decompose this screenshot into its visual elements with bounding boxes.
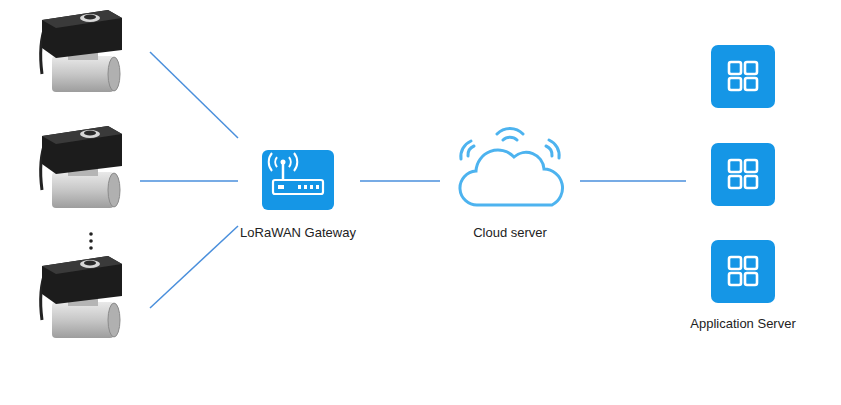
gateway-node: LoRaWAN Gateway (236, 145, 360, 245)
radio-link (140, 52, 238, 308)
valve-picture (41, 10, 122, 92)
application-node: Application Server (686, 40, 800, 335)
node-label: Application Server (686, 316, 800, 332)
connector-line (360, 180, 440, 182)
cloud-icon (460, 128, 563, 205)
valve-picture (41, 256, 122, 338)
app-icon (711, 240, 775, 303)
ellipsis-dots (89, 232, 93, 250)
cloud-node: Cloud server (440, 120, 580, 245)
gateway-icon (262, 150, 334, 210)
node-label: LoRaWAN Gateway (236, 225, 360, 241)
valve-picture (41, 126, 122, 208)
app-icon (711, 143, 775, 206)
node-label: Cloud server (440, 225, 580, 241)
connector-line (580, 180, 686, 182)
app-icon (711, 45, 775, 108)
